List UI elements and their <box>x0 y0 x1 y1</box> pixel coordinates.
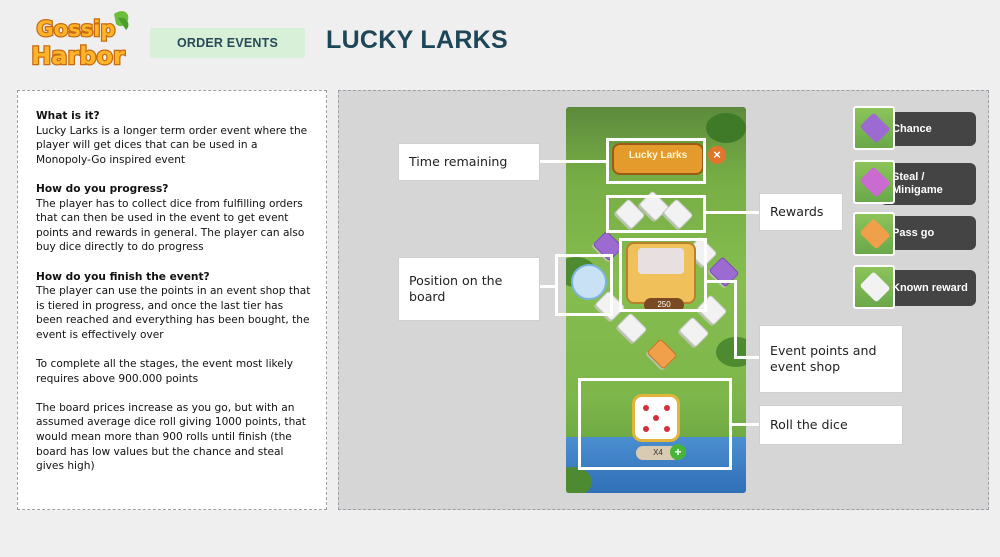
complete-paragraph: To complete all the stages, the event mo… <box>36 358 294 385</box>
connector-line <box>734 280 737 358</box>
connector-line <box>540 285 555 288</box>
what-heading: What is it? <box>36 110 100 122</box>
callout-time-remaining: Time remaining <box>398 143 540 181</box>
callout-event-points: Event points and event shop <box>759 325 903 393</box>
add-dice-icon[interactable]: + <box>670 444 686 460</box>
legend-label-known-reward: Known reward <box>880 270 976 306</box>
player-avatar <box>571 264 607 300</box>
finish-section: How do you finish the event? The player … <box>36 270 312 343</box>
gossip-harbor-logo: Gossip Harbor <box>30 11 129 71</box>
time-highlight-frame <box>606 138 706 184</box>
connector-line <box>540 160 606 163</box>
connector-line <box>707 280 735 283</box>
close-icon[interactable]: × <box>708 146 726 164</box>
dice-count: X4 <box>636 446 680 460</box>
legend-tile <box>859 166 891 198</box>
finish-heading: How do you finish the event? <box>36 270 210 283</box>
pass-go-tile-image <box>853 212 895 256</box>
steal-tile-image <box>853 160 895 204</box>
dice-highlight-frame <box>578 378 732 470</box>
shop-roof <box>638 248 684 274</box>
bush-decoration <box>706 113 746 143</box>
svg-text:Gossip: Gossip <box>37 17 116 41</box>
description-panel: What is it? Lucky Larks is a longer term… <box>17 90 327 510</box>
legend-tile <box>859 271 891 303</box>
finish-body: The player can use the points in an even… <box>36 285 311 341</box>
event-shop-icon[interactable]: 250 <box>626 242 696 312</box>
what-section: What is it? Lucky Larks is a longer term… <box>36 109 312 167</box>
chance-tile-image <box>853 106 895 150</box>
progress-heading: How do you progress? <box>36 182 169 195</box>
connector-line <box>734 356 760 359</box>
shop-points: 250 <box>644 298 684 312</box>
legend-tile <box>859 218 891 250</box>
legend-tile <box>859 112 891 144</box>
dice-icon[interactable] <box>632 394 680 442</box>
connector-line <box>706 211 760 214</box>
known-reward-tile-image <box>853 265 895 309</box>
callout-roll-dice: Roll the dice <box>759 405 903 445</box>
rewards-highlight-frame <box>606 195 706 233</box>
bush-decoration <box>716 337 746 367</box>
event-banner: Lucky Larks <box>612 143 704 175</box>
event-banner-title: Lucky Larks <box>628 150 688 161</box>
legend-label-chance: Chance <box>880 112 976 146</box>
progress-section: How do you progress? The player has to c… <box>36 182 312 255</box>
position-highlight-frame <box>555 254 613 316</box>
category-tag: ORDER EVENTS <box>150 28 305 58</box>
legend-label-steal: Steal / Minigame <box>880 163 976 205</box>
shop-highlight-frame <box>619 238 707 312</box>
what-body: Lucky Larks is a longer term order event… <box>36 124 308 166</box>
callout-rewards: Rewards <box>759 193 843 231</box>
page-title: LUCKY LARKS <box>326 26 509 54</box>
svg-text:Harbor: Harbor <box>31 42 125 70</box>
legend-label-pass-go: Pass go <box>880 216 976 250</box>
callout-position: Position on the board <box>398 257 540 321</box>
connector-line <box>732 423 760 426</box>
progress-body: The player has to collect dice from fulf… <box>36 197 305 254</box>
board-paragraph: The board prices increase as you go, but… <box>36 401 306 473</box>
